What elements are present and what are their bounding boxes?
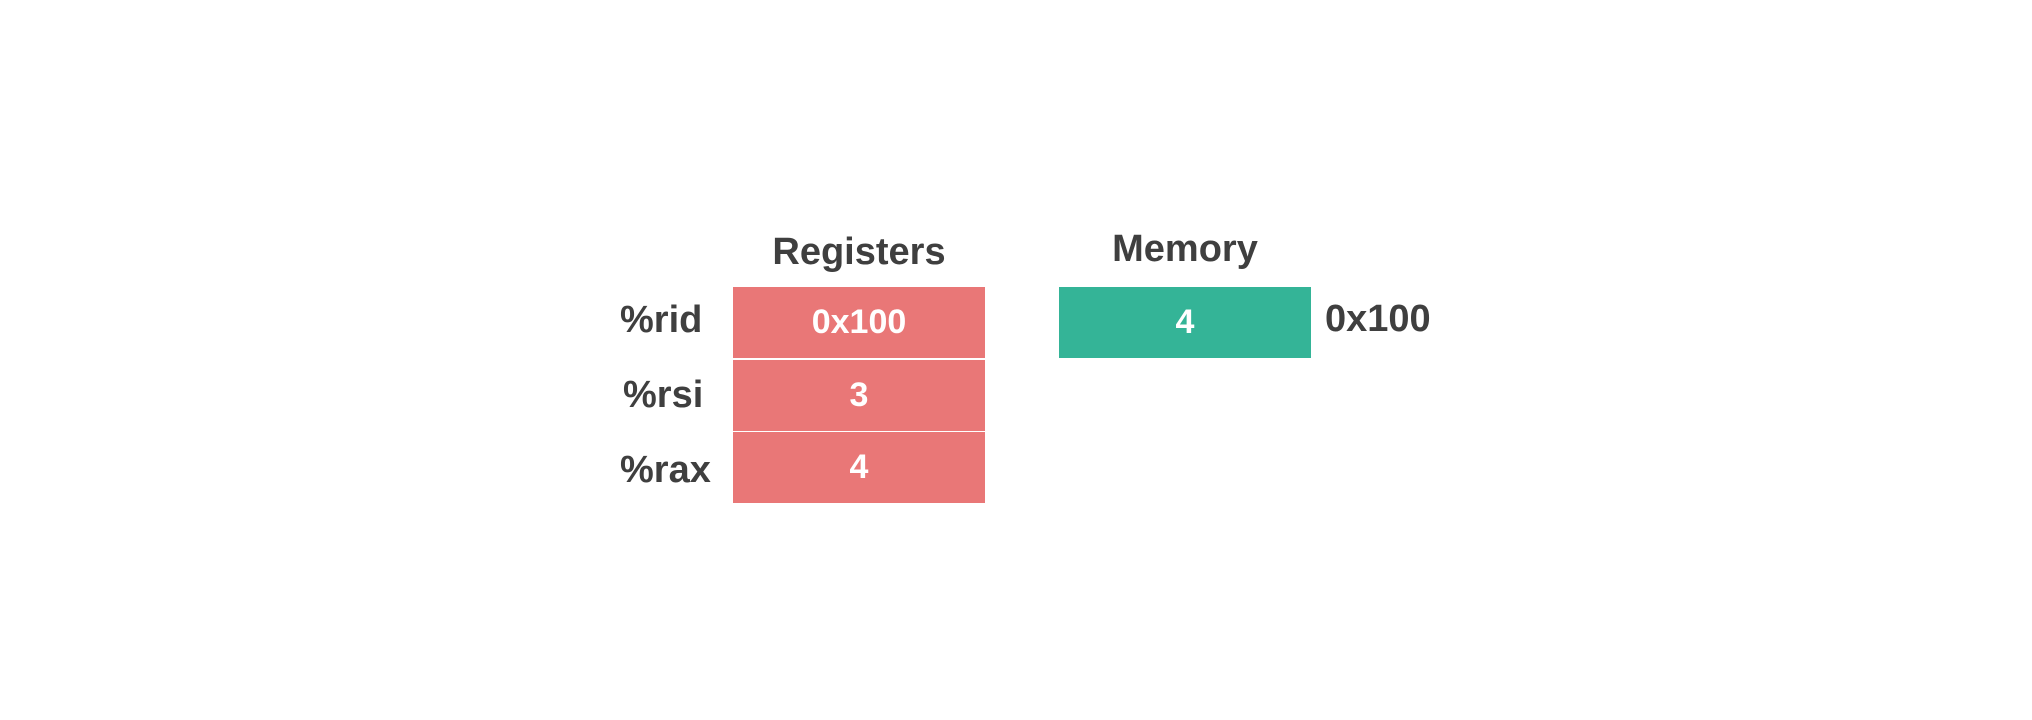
register-value-rsi: 3 [849, 376, 869, 414]
memory-cell-value: 4 [1175, 303, 1195, 341]
register-cell-rsi: 3 [733, 360, 985, 431]
register-label-rsi: %rsi [623, 374, 704, 416]
memory-heading: Memory [1112, 228, 1258, 270]
memory-cell: 4 [1059, 287, 1311, 358]
registers-heading: Registers [772, 231, 946, 273]
register-value-rax: 4 [849, 448, 869, 486]
register-label-rid: %rid [620, 299, 703, 341]
memory-address-label: 0x100 [1325, 298, 1431, 340]
register-value-rid: 0x100 [811, 303, 907, 341]
register-cell-rax: 4 [733, 432, 985, 503]
register-label-rax: %rax [620, 449, 711, 491]
register-cell-rid: 0x100 [733, 287, 985, 358]
